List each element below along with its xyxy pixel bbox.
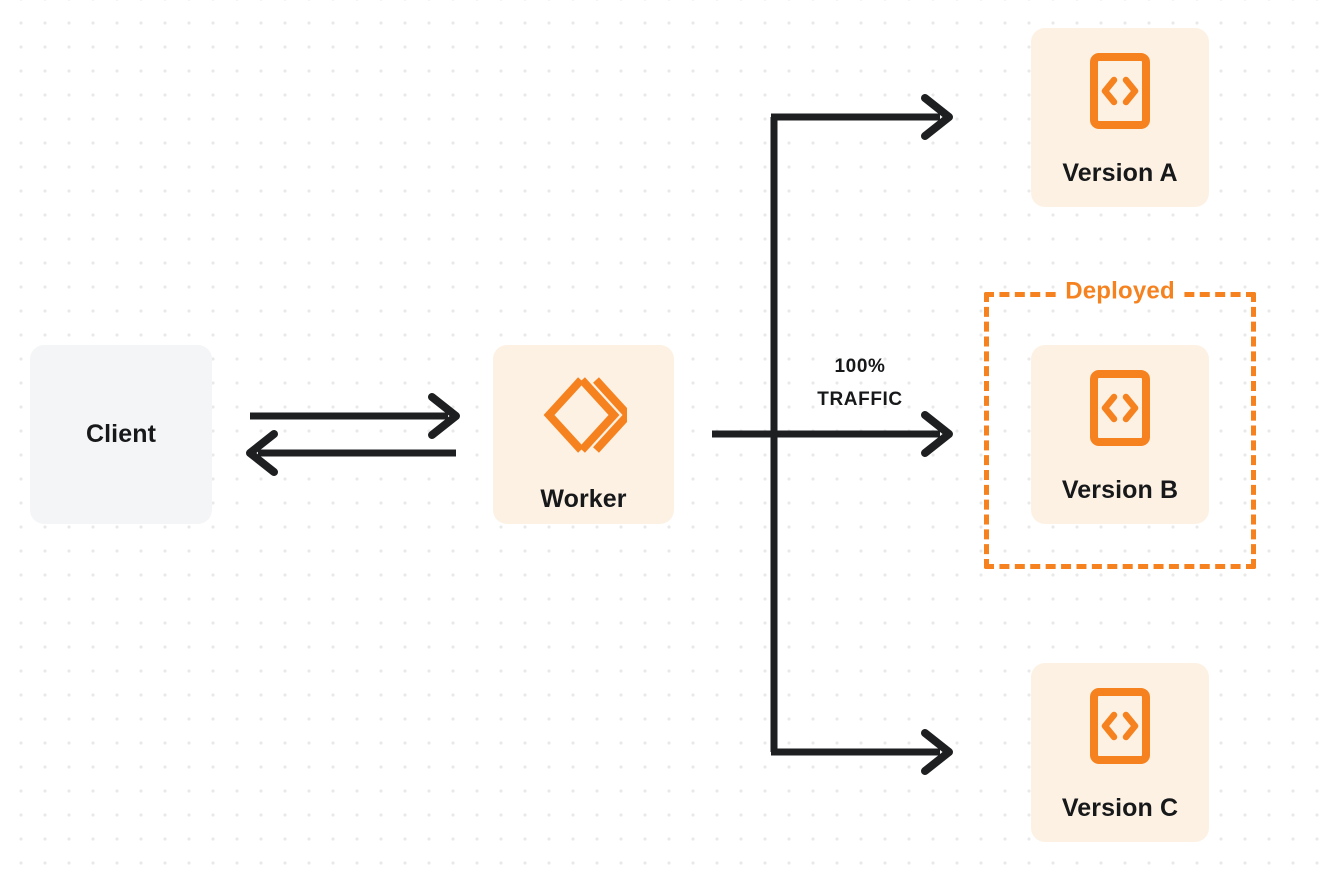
node-worker-label: Worker [540, 485, 627, 513]
traffic-percent: 100% [834, 356, 886, 377]
node-version-a[interactable]: Version A [1031, 28, 1209, 207]
deployed-group-label: Deployed [1056, 277, 1184, 306]
connector-worker-trunk [712, 117, 940, 752]
cloudflare-workers-logo-icon [541, 372, 633, 463]
arrow-worker-to-version-b [921, 411, 953, 457]
node-version-c[interactable]: Version C [1031, 663, 1209, 842]
traffic-word: TRAFFIC [817, 389, 903, 410]
arrow-worker-to-version-c [771, 729, 953, 775]
arrow-client-to-worker [250, 393, 460, 439]
code-document-icon [1089, 687, 1151, 770]
code-document-icon [1089, 52, 1151, 135]
arrow-worker-to-client [246, 430, 456, 476]
node-version-c-label: Version C [1061, 794, 1179, 822]
node-worker[interactable]: Worker [493, 345, 674, 524]
node-client-label: Client [85, 420, 157, 448]
code-document-icon [1089, 369, 1151, 452]
node-version-b-label: Version B [1061, 476, 1179, 504]
arrow-worker-to-version-a [771, 94, 953, 140]
node-client[interactable]: Client [30, 345, 212, 524]
traffic-label: 100% TRAFFIC [785, 350, 935, 416]
node-version-b[interactable]: Version B [1031, 345, 1209, 524]
deployed-group: Deployed [984, 277, 1256, 569]
node-version-a-label: Version A [1062, 159, 1178, 187]
